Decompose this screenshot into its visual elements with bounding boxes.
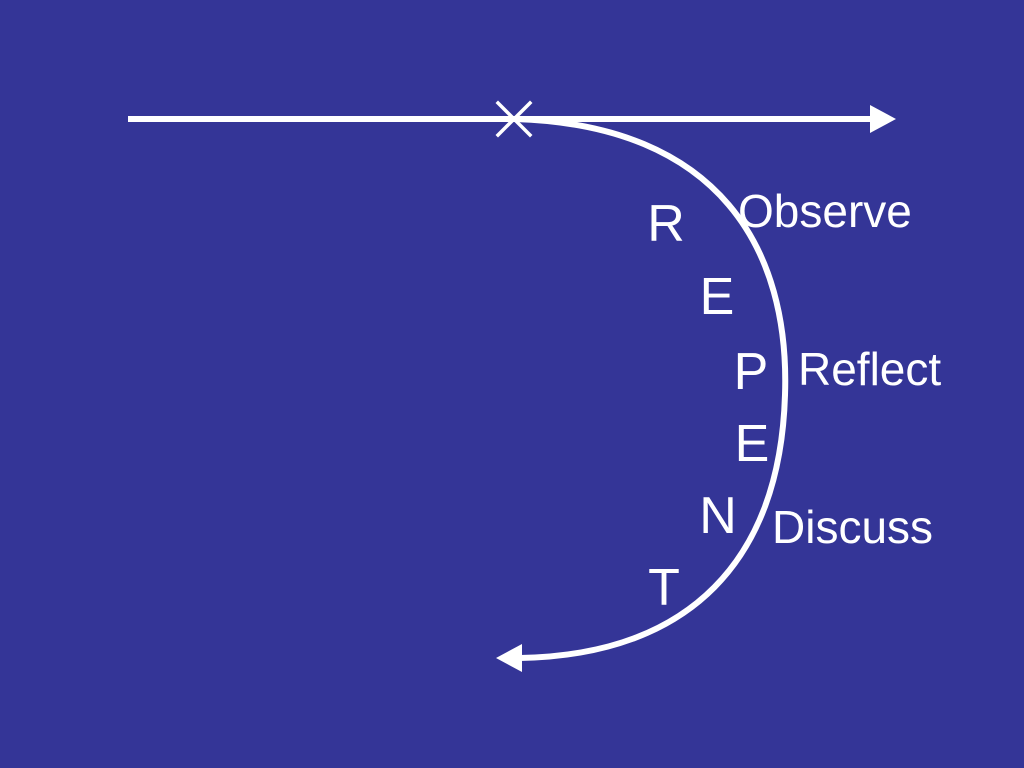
acrostic-letter-r: R <box>647 195 685 253</box>
acrostic-letter-t: T <box>648 559 680 617</box>
acrostic-letter-e-second: E <box>735 415 770 473</box>
reflect-label: Reflect <box>798 343 941 395</box>
arrow-head-left-icon <box>496 644 522 672</box>
acrostic-letter-n: N <box>699 487 737 545</box>
acrostic-letter-e: E <box>700 268 735 326</box>
observe-label: Observe <box>738 185 912 237</box>
cross-mark-icon <box>495 100 533 138</box>
acrostic-letter-p: P <box>734 343 769 401</box>
turning-path-curve <box>514 116 789 661</box>
arrow-head-right-icon <box>870 105 896 133</box>
discuss-label: Discuss <box>772 501 933 553</box>
